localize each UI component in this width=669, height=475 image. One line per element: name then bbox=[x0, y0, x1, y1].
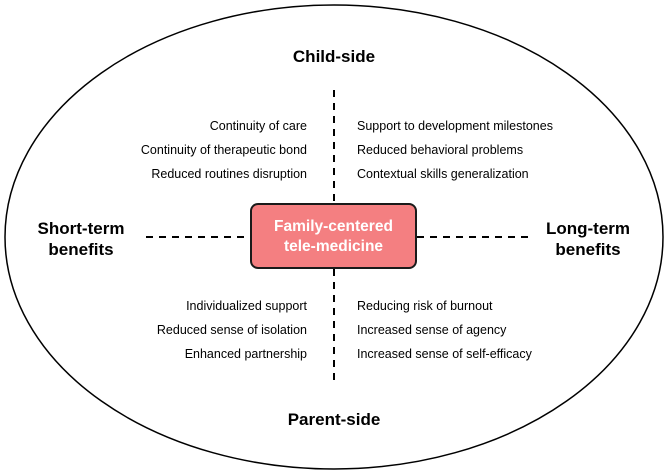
list-item: Enhanced partnership bbox=[184, 347, 307, 361]
list-item: Contextual skills generalization bbox=[357, 167, 529, 181]
outer-ellipse bbox=[4, 4, 664, 470]
short-term-benefits-label: Short-term benefits bbox=[17, 218, 145, 260]
list-item: Continuity of care bbox=[209, 119, 307, 133]
long-term-benefits-label: Long-term benefits bbox=[529, 218, 647, 260]
list-item: Reduced behavioral problems bbox=[357, 143, 524, 157]
list-item: Reduced routines disruption bbox=[151, 167, 307, 181]
list-item: Continuity of therapeutic bond bbox=[140, 143, 307, 157]
list-item: Increased sense of agency bbox=[357, 323, 507, 337]
short-term-label-line2: benefits bbox=[48, 240, 114, 259]
long-term-label-line1: Long-term bbox=[545, 219, 631, 238]
center-label-line1: Family-centered bbox=[274, 218, 393, 235]
parent-side-label: Parent-side bbox=[287, 410, 381, 429]
list-item: Increased sense of self-efficacy bbox=[357, 347, 532, 361]
parent-long-term-list: Reducing risk of burnout Increased sense… bbox=[357, 298, 617, 370]
center-label-line2: tele-medicine bbox=[283, 238, 384, 255]
list-item: Reducing risk of burnout bbox=[357, 299, 493, 313]
child-long-term-list: Support to development milestones Reduce… bbox=[357, 118, 617, 190]
list-item: Reduced sense of isolation bbox=[156, 323, 307, 337]
family-centered-telemedicine-box: Family-centered tele-medicine bbox=[250, 203, 417, 269]
long-term-label-line2: benefits bbox=[555, 240, 621, 259]
child-short-term-list: Continuity of care Continuity of therape… bbox=[47, 118, 307, 190]
short-term-label-line1: Short-term bbox=[37, 219, 125, 238]
parent-short-term-list: Individualized support Reduced sense of … bbox=[47, 298, 307, 370]
list-item: Support to development milestones bbox=[357, 119, 553, 133]
child-side-label: Child-side bbox=[292, 47, 376, 66]
list-item: Individualized support bbox=[186, 299, 307, 313]
